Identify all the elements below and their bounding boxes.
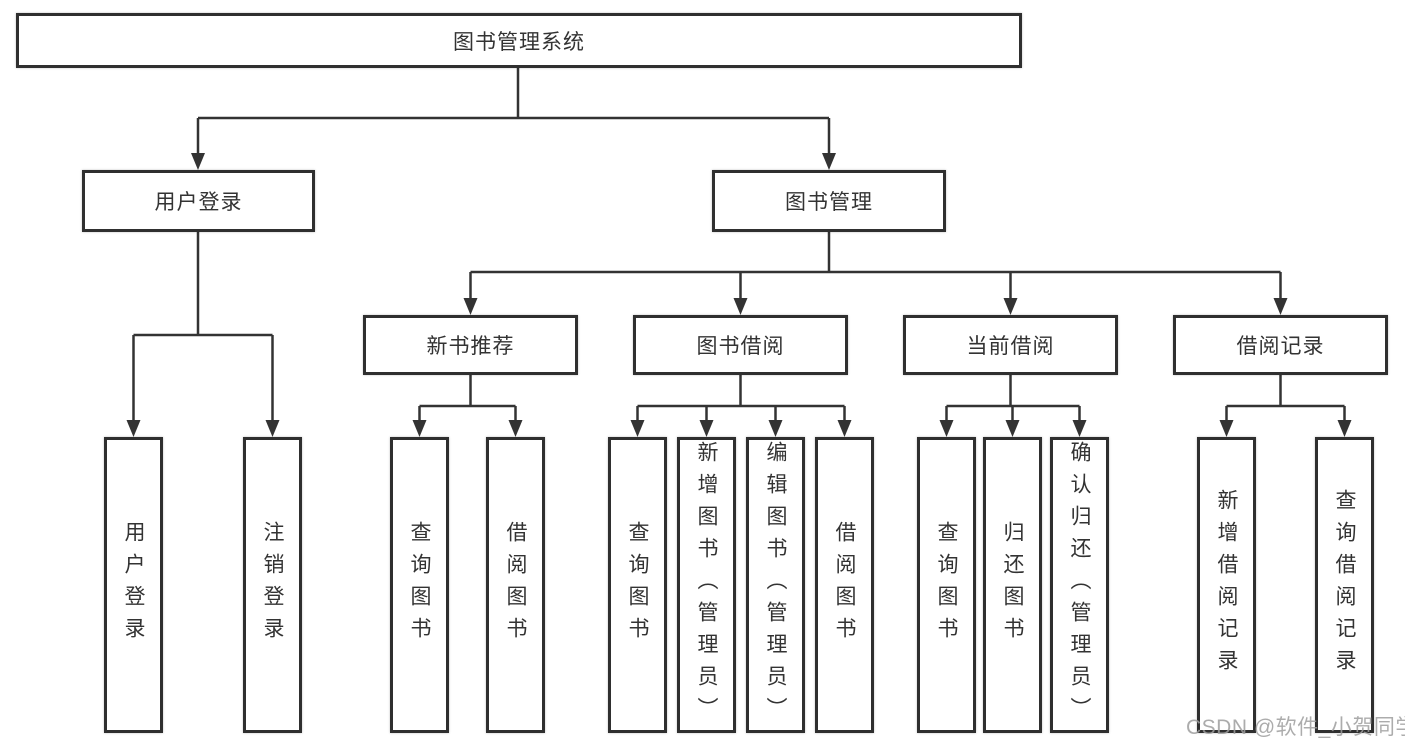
leaf-current-query-books: 查询图书 <box>917 437 976 733</box>
node-borrow-records: 借阅记录 <box>1173 315 1388 375</box>
node-user-login-label: 用户登录 <box>154 191 243 214</box>
leaf-logout: 注销登录 <box>243 437 302 733</box>
node-book-borrow-label: 图书借阅 <box>696 335 785 358</box>
leaf-add-borrow-record: 新增借阅记录 <box>1197 437 1256 733</box>
node-system-root-label: 图书管理系统 <box>453 30 585 54</box>
node-user-login: 用户登录 <box>82 170 315 232</box>
node-new-book-recommend: 新书推荐 <box>363 315 578 375</box>
leaf-borrow-query-books: 查询图书 <box>608 437 667 733</box>
leaf-confirm-return-admin: 确认归还（管理员） <box>1050 437 1109 733</box>
node-system-root: 图书管理系统 <box>16 13 1022 68</box>
node-current-borrow-label: 当前借阅 <box>966 335 1055 358</box>
leaf-borrow-books: 借阅图书 <box>815 437 874 733</box>
node-book-management-label: 图书管理 <box>785 191 873 214</box>
leaf-return-book: 归还图书 <box>983 437 1042 733</box>
leaf-edit-book-admin: 编辑图书（管理员） <box>746 437 805 733</box>
node-new-book-recommend-label: 新书推荐 <box>426 335 515 358</box>
leaf-recommend-borrow-books: 借阅图书 <box>486 437 545 733</box>
node-current-borrow: 当前借阅 <box>903 315 1118 375</box>
node-book-management: 图书管理 <box>712 170 946 232</box>
leaf-query-borrow-record: 查询借阅记录 <box>1315 437 1374 733</box>
leaf-add-book-admin: 新增图书（管理员） <box>677 437 736 733</box>
leaf-user-login: 用户登录 <box>104 437 163 733</box>
leaf-recommend-query-books: 查询图书 <box>390 437 449 733</box>
node-borrow-records-label: 借阅记录 <box>1236 335 1325 358</box>
node-book-borrow: 图书借阅 <box>633 315 848 375</box>
watermark-text: CSDN @软件_小贺同学 <box>1186 716 1405 739</box>
